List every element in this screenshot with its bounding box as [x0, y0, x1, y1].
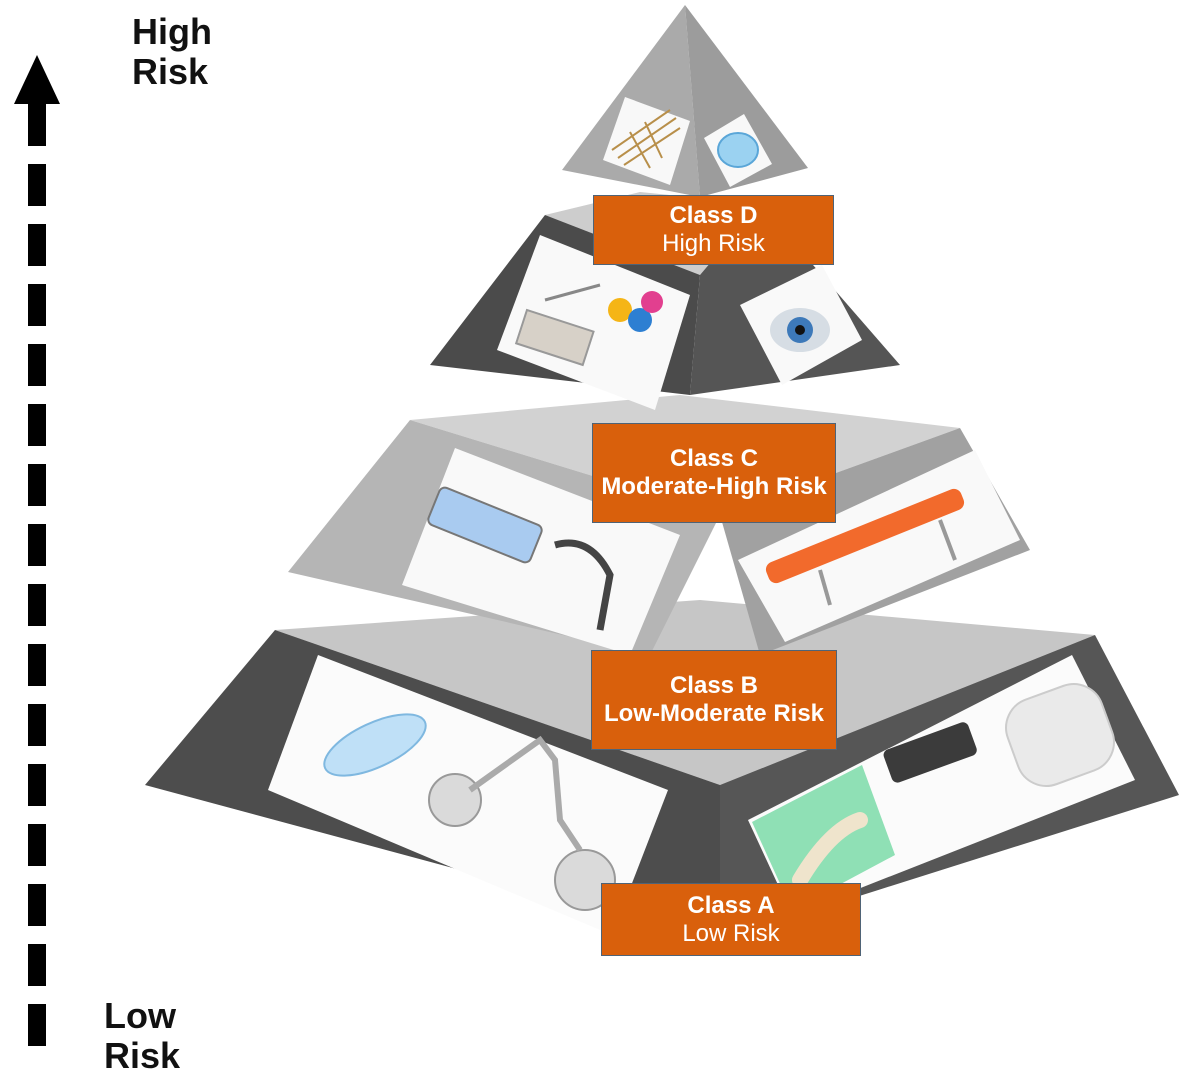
intraocular-lens-image — [704, 114, 772, 187]
stretcher-icon — [765, 488, 965, 584]
low-risk-label: Low Risk — [104, 996, 180, 1076]
hospital-bed-speculum-image — [402, 448, 680, 655]
class-d-risk: High Risk — [662, 230, 765, 257]
gloves-dental-cotton-image — [748, 655, 1135, 915]
speculum-icon — [554, 539, 614, 631]
contact-lens-image — [740, 265, 862, 385]
cotton-roll-icon — [1005, 683, 1115, 787]
arrow-head-icon — [14, 55, 60, 104]
risk-axis-arrow — [14, 55, 60, 1050]
class-d-name: Class D — [669, 202, 758, 229]
high-risk-label: High Risk — [132, 12, 212, 92]
class-b-risk: Low-Moderate Risk — [603, 700, 825, 727]
stent-icon — [611, 109, 681, 169]
class-a-name: Class A — [687, 891, 775, 919]
tier-d — [562, 5, 808, 197]
high-risk-label-line1: High — [132, 11, 212, 52]
class-b-label: Class B Low-Moderate Risk — [591, 650, 837, 750]
class-c-label: Class C Moderate-High Risk — [592, 423, 836, 523]
class-a-risk: Low Risk — [682, 919, 780, 947]
dental-chair-icon — [883, 722, 977, 783]
stent-image — [603, 97, 690, 185]
hospital-bed-icon — [427, 486, 543, 564]
low-risk-label-line1: Low — [104, 995, 176, 1036]
class-a-label: Class A Low Risk — [601, 883, 861, 956]
high-risk-label-line2: Risk — [132, 51, 209, 92]
class-b-name: Class B — [669, 672, 759, 699]
surgical-lamp-icon — [428, 773, 482, 827]
sanitary-pad-icon — [323, 713, 427, 777]
class-d-label: Class D High Risk — [593, 195, 834, 265]
sanitary-pad-lamp-image — [268, 655, 668, 935]
stretcher-image — [738, 450, 1020, 642]
class-c-risk: Moderate-High Risk — [601, 473, 827, 500]
surgical-kit-image — [497, 235, 690, 410]
class-c-name: Class C — [669, 445, 759, 472]
intraocular-lens-icon — [717, 132, 759, 168]
low-risk-label-line2: Risk — [104, 1035, 181, 1076]
